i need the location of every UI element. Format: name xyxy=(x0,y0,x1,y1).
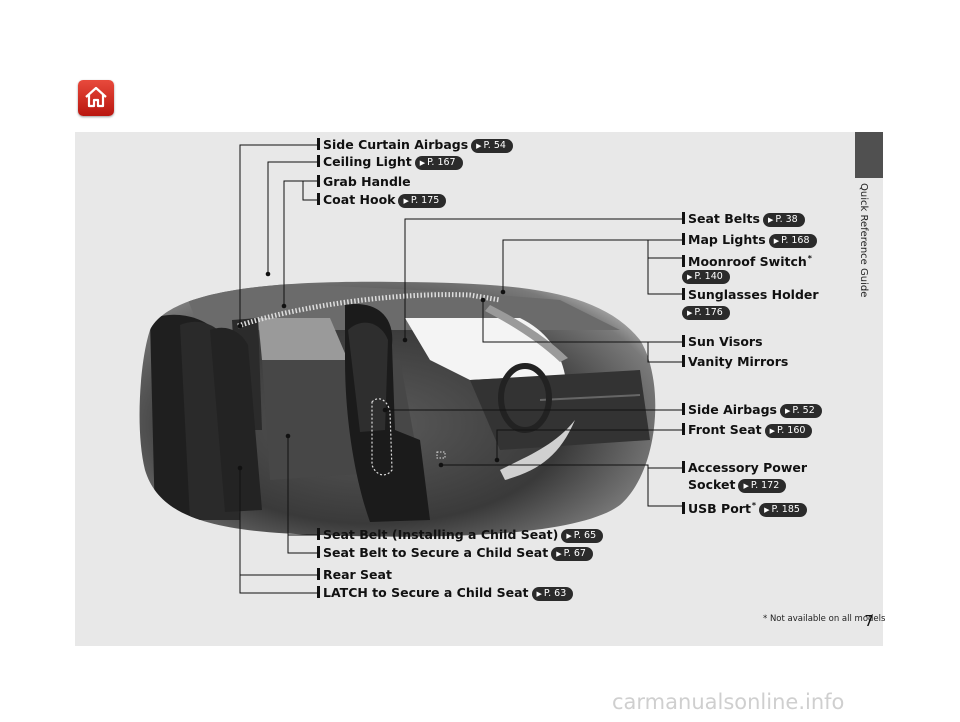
page-reference-link[interactable]: P. 63 xyxy=(531,587,574,601)
page-reference-link[interactable]: P. 168 xyxy=(768,234,817,248)
callout-label: Vanity Mirrors xyxy=(688,354,789,369)
callout-label: Accessory Power xyxy=(688,460,808,475)
callout-label: Side Curtain Airbags xyxy=(323,137,469,152)
callout-coat-hook: Coat HookP. 175 xyxy=(317,192,447,208)
page-reference-link[interactable]: P. 67 xyxy=(551,547,593,561)
callout-label: Sunglasses Holder xyxy=(688,287,819,302)
callout-label: Rear Seat xyxy=(323,567,392,582)
callout-label: Grab Handle xyxy=(323,174,411,189)
callout-bar xyxy=(682,288,685,300)
page-reference-link[interactable]: P. 176 xyxy=(682,306,730,320)
callout-label: Socket xyxy=(688,477,736,492)
callout-sunglasses-holder-ref: P. 176 xyxy=(682,304,730,320)
callout-accessory-power-socket: Accessory Power xyxy=(682,460,807,475)
callout-label: Front Seat xyxy=(688,422,762,437)
callout-moonroof-switch: Moonroof Switch* xyxy=(682,251,812,269)
callout-side-curtain-airbags: Side Curtain AirbagsP. 54 xyxy=(317,137,513,153)
page-reference-link[interactable]: P. 52 xyxy=(779,404,822,418)
callout-seat-belt-secure-child-seat: Seat Belt to Secure a Child SeatP. 67 xyxy=(317,545,593,561)
footnote: * Not available on all models xyxy=(763,614,886,624)
callout-seat-belts: Seat BeltsP. 38 xyxy=(682,211,805,227)
callout-moonroof-switch-ref: P. 140 xyxy=(682,268,730,284)
callout-rear-seat: Rear Seat xyxy=(317,567,392,582)
callout-latch: LATCH to Secure a Child SeatP. 63 xyxy=(317,585,574,601)
callout-label: Ceiling Light xyxy=(323,154,412,169)
page-number: 7 xyxy=(864,612,874,630)
callout-label: Sun Visors xyxy=(688,334,763,349)
callout-bar xyxy=(317,155,320,167)
callout-label: Map Lights xyxy=(688,232,766,247)
callout-bar xyxy=(317,528,320,540)
callout-sunglasses-holder: Sunglasses Holder xyxy=(682,287,819,302)
callout-label: Coat Hook xyxy=(323,192,396,207)
callout-map-lights: Map LightsP. 168 xyxy=(682,232,817,248)
callout-label: Seat Belt to Secure a Child Seat xyxy=(323,545,549,560)
callout-bar xyxy=(317,138,320,150)
callout-bar xyxy=(682,255,685,267)
availability-mark: * xyxy=(751,501,757,510)
page-reference-link[interactable]: P. 140 xyxy=(682,270,730,284)
watermark: carmanualsonline.info xyxy=(612,690,845,714)
callout-ceiling-light: Ceiling LightP. 167 xyxy=(317,154,463,170)
page-reference-link[interactable]: P. 160 xyxy=(764,424,813,438)
page-reference-link[interactable]: P. 65 xyxy=(561,529,604,543)
callout-bar xyxy=(682,461,685,473)
callout-grab-handle: Grab Handle xyxy=(317,174,411,189)
page-reference-link[interactable]: P. 54 xyxy=(471,139,513,153)
callout-accessory-power-socket-line2: SocketP. 172 xyxy=(688,477,787,493)
callout-bar xyxy=(682,212,685,224)
page-reference-link[interactable]: P. 185 xyxy=(759,503,807,517)
page-reference-link[interactable]: P. 172 xyxy=(738,479,787,493)
page-reference-link[interactable]: P. 38 xyxy=(762,213,805,227)
callout-bar xyxy=(317,193,320,205)
page-reference-link[interactable]: P. 167 xyxy=(414,156,463,170)
callout-bar xyxy=(682,502,685,514)
callout-bar xyxy=(682,355,685,367)
section-tab-marker[interactable] xyxy=(855,132,883,178)
callout-bar xyxy=(317,568,320,580)
availability-mark: * xyxy=(807,254,812,263)
home-button[interactable] xyxy=(78,80,114,116)
callout-front-seat: Front SeatP. 160 xyxy=(682,422,813,438)
callout-bar xyxy=(682,233,685,245)
home-icon xyxy=(85,86,107,108)
callout-bar xyxy=(682,403,685,415)
callout-label: LATCH to Secure a Child Seat xyxy=(323,585,529,600)
callout-side-airbags: Side AirbagsP. 52 xyxy=(682,402,822,418)
callout-bar xyxy=(317,586,320,598)
callout-label: Side Airbags xyxy=(688,402,777,417)
callout-bar xyxy=(317,546,320,558)
callout-label: Moonroof Switch xyxy=(688,254,807,269)
page-reference-link[interactable]: P. 175 xyxy=(398,194,447,208)
section-tab-bar xyxy=(855,132,883,646)
callout-bar xyxy=(682,335,685,347)
callout-vanity-mirrors: Vanity Mirrors xyxy=(682,354,788,369)
callout-seat-belt-installing-child-seat: Seat Belt (Installing a Child Seat)P. 65 xyxy=(317,527,604,543)
callout-label: Seat Belt (Installing a Child Seat) xyxy=(323,527,559,542)
callout-bar xyxy=(317,175,320,187)
callout-usb-port: USB Port*P. 185 xyxy=(682,498,807,517)
callout-sun-visors: Sun Visors xyxy=(682,334,763,349)
callout-label: USB Port xyxy=(688,501,751,516)
callout-label: Seat Belts xyxy=(688,211,760,226)
callout-bar xyxy=(682,423,685,435)
